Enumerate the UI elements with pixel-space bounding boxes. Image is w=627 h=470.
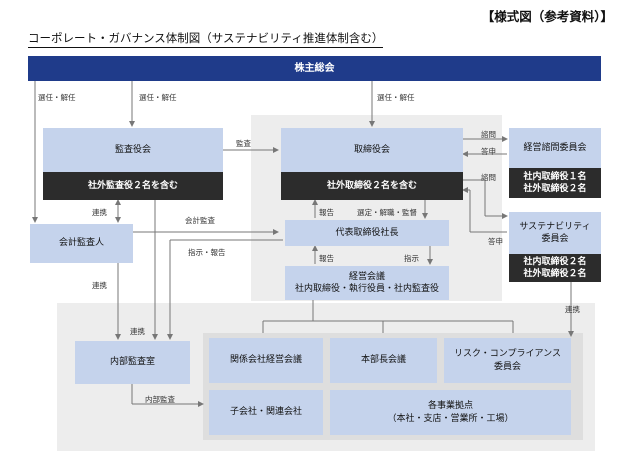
audit-label: 監査: [236, 139, 251, 148]
sustainability-committee-note: 社内取締役２名 社外取締役２名: [509, 254, 601, 282]
affiliates-management-meeting: 関係会社経営会議: [209, 338, 323, 383]
accounting-audit-label: 会計監査: [185, 216, 215, 225]
report-back-label: 答申: [488, 237, 503, 246]
coordination-label: 連携: [565, 305, 580, 314]
instruct-label: 指示: [404, 254, 419, 263]
advisory-committee: 経営諮問委員会: [509, 128, 601, 168]
sustainability-committee: サステナビリティ 委員会: [509, 212, 601, 254]
division-heads-meeting: 本部長会議: [330, 338, 437, 383]
board-note: 社外取締役２名を含む: [281, 172, 463, 200]
document-stamp: 【様式図（参考資料）】: [481, 9, 613, 24]
shareholders-meeting: 株主総会: [28, 56, 601, 81]
report-label: 報告: [319, 254, 334, 263]
elect-dismiss-label: 選任・解任: [139, 93, 177, 102]
internal-audit-label: 内部監査: [145, 395, 175, 404]
consult-label: 諮問: [481, 173, 496, 182]
elect-dismiss-label: 選任・解任: [38, 93, 76, 102]
consult-label: 諮問: [481, 130, 496, 139]
instruct-report-label: 指示・報告: [188, 248, 226, 257]
accounting-auditor: 会計監査人: [30, 224, 133, 263]
elect-dismiss-label: 選任・解任: [377, 93, 415, 102]
subsidiaries-affiliates: 子会社・関連会社: [209, 390, 323, 435]
business-sites: 各事業拠点 （本社・支店・営業所・工場）: [330, 390, 571, 435]
audit-board: 監査役会: [43, 128, 223, 172]
coordination-label: 連携: [130, 327, 145, 336]
audit-board-note: 社外監査役２名を含む: [43, 172, 223, 200]
advisory-committee-note: 社内取締役１名 社外取締役２名: [509, 168, 601, 198]
diagram-title: コーポレート・ガバナンス体制図（サステナビリティ推進体制含む）: [28, 30, 384, 48]
coordination-label: 連携: [92, 208, 107, 217]
management-meeting: 経営会議 社内取締役・執行役員・社内監査役: [285, 266, 449, 300]
report-label: 報告: [319, 208, 334, 217]
risk-compliance-committee: リスク・コンプライアンス 委員会: [444, 338, 571, 383]
internal-audit-office: 内部監査室: [75, 341, 190, 384]
coordination-label: 連携: [92, 281, 107, 290]
board-of-directors: 取締役会: [281, 128, 463, 172]
select-supervise-label: 選定・解職・監督: [357, 208, 417, 217]
president: 代表取締役社長: [285, 220, 449, 246]
report-back-label: 答申: [481, 147, 496, 156]
